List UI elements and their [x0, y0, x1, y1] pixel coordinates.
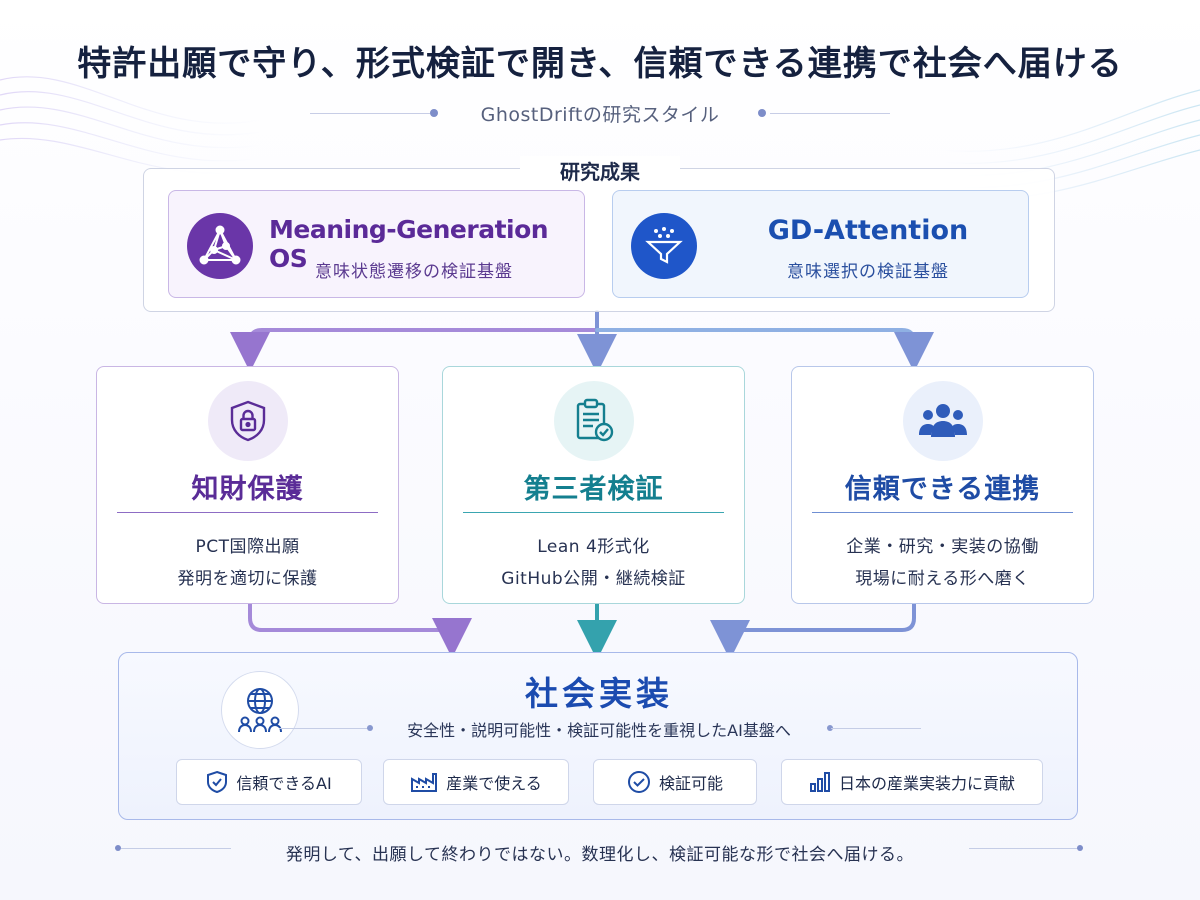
impl-sub-line-left — [279, 728, 369, 729]
shield-lock-icon — [208, 381, 288, 461]
pillar-divider — [812, 512, 1073, 513]
chip-label: 日本の産業実装力に貢献 — [838, 774, 1015, 793]
pillar-divider — [117, 512, 378, 513]
chip-trusted-ai: 信頼できるAI — [176, 759, 362, 805]
pillar-line: PCT国際出願 — [195, 537, 300, 557]
card-subtitle: 意味選択の検証基盤 — [787, 262, 949, 282]
chip-label: 信頼できるAI — [236, 774, 332, 793]
subtitle-dot-right — [758, 109, 766, 117]
card-title: Meaning-Generation OS — [269, 215, 549, 273]
implementation-subtitle: 安全性・説明可能性・検証可能性を重視したAI基盤へ — [407, 721, 791, 740]
gd-attention-card: GD-Attention 意味選択の検証基盤 — [612, 190, 1029, 298]
pillar-line: Lean 4形式化 — [537, 537, 650, 557]
funnel-icon — [631, 213, 697, 279]
subtitle-dot-left — [430, 109, 438, 117]
research-results-label: 研究成果 — [520, 156, 680, 185]
clipboard-check-icon — [554, 381, 634, 461]
people-group-icon — [903, 381, 983, 461]
arrow-collab-to-impl — [710, 602, 916, 660]
network-triangle-icon — [187, 213, 253, 279]
pillar-line: GitHub公開・継続検証 — [501, 569, 686, 589]
pillar-line: 現場に耐える形へ磨く — [855, 569, 1030, 589]
chip-label: 検証可能 — [658, 774, 723, 793]
footer-dot-left — [115, 845, 121, 851]
shield-check-icon — [207, 770, 228, 794]
implementation-title: 社会実装 — [525, 674, 673, 713]
chip-verifiable: 検証可能 — [593, 759, 757, 805]
arrow-to-ip — [230, 310, 599, 372]
impl-sub-dot-left — [367, 725, 373, 731]
impl-sub-line-right — [831, 728, 921, 729]
footer-dot-right — [1077, 845, 1083, 851]
globe-people-icon — [221, 671, 299, 749]
bar-chart-icon — [809, 772, 830, 792]
pillar-line: 企業・研究・実装の協働 — [846, 537, 1039, 557]
chip-label: 産業で使える — [446, 774, 542, 793]
factory-icon — [411, 773, 438, 792]
impl-sub-dot-right — [827, 725, 833, 731]
page-title: 特許出願で守り、形式検証で開き、信頼できる連携で社会へ届ける — [77, 44, 1123, 84]
chip-industrial-use: 産業で使える — [383, 759, 569, 805]
card-title: GD-Attention — [767, 215, 969, 246]
pillar-third-party-verification: 第三者検証 Lean 4形式化 GitHub公開・継続検証 — [442, 366, 745, 604]
meaning-generation-os-card: Meaning-Generation OS 意味状態遷移の検証基盤 — [168, 190, 585, 298]
arrow-to-collab — [595, 328, 934, 372]
footer-row: 発明して、出願して終わりではない。数理化し、検証可能な形で社会へ届ける。 — [115, 840, 1085, 870]
subtitle-line-right — [770, 113, 890, 114]
pillar-line: 発明を適切に保護 — [177, 569, 318, 589]
social-implementation-box: 社会実装 安全性・説明可能性・検証可能性を重視したAI基盤へ 信頼できるAI 産… — [118, 652, 1078, 820]
pillar-ip-protection: 知財保護 PCT国際出願 発明を適切に保護 — [96, 366, 399, 604]
pillar-trusted-collaboration: 信頼できる連携 企業・研究・実装の協働 現場に耐える形へ磨く — [791, 366, 1094, 604]
footer-line-right — [969, 848, 1079, 849]
footer-line-left — [121, 848, 231, 849]
page-subtitle: GhostDriftの研究スタイル — [480, 104, 720, 126]
pillar-divider — [463, 512, 724, 513]
chip-japan-industry: 日本の産業実装力に貢献 — [781, 759, 1043, 805]
footer-text: 発明して、出願して終わりではない。数理化し、検証可能な形で社会へ届ける。 — [285, 845, 915, 865]
card-subtitle: 意味状態遷移の検証基盤 — [315, 262, 513, 282]
subtitle-row: GhostDriftの研究スタイル — [310, 98, 890, 128]
pillar-title: 信頼できる連携 — [844, 474, 1041, 505]
check-circle-icon — [627, 771, 650, 793]
arrow-ip-to-impl — [248, 602, 472, 658]
subtitle-line-left — [310, 113, 430, 114]
pillar-title: 知財保護 — [191, 474, 304, 505]
pillar-title: 第三者検証 — [523, 474, 664, 505]
